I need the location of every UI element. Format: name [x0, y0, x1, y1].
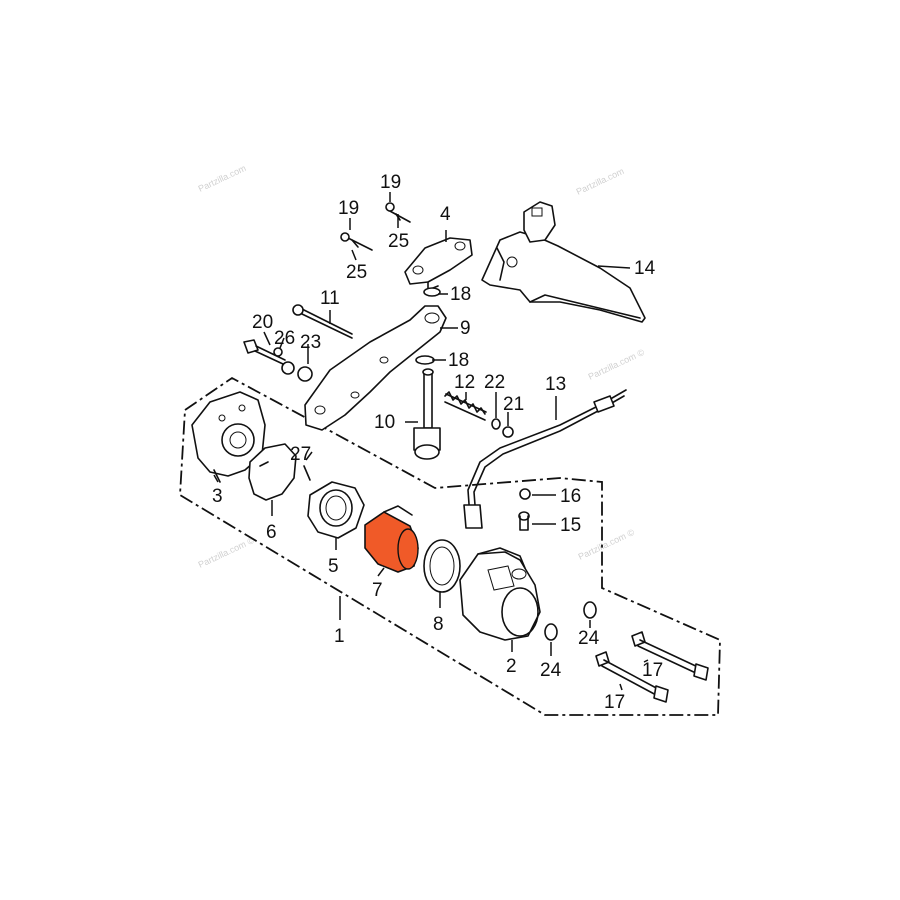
label-part-4: 4: [440, 204, 451, 225]
label-part-18-a: 18: [450, 284, 471, 305]
watermark: Partzilla.com: [197, 163, 248, 194]
part-17-bolt-a: [631, 631, 709, 681]
label-part-19-a: 19: [380, 172, 401, 193]
label-part-16: 16: [560, 486, 581, 507]
watermark: Partzilla.com ©: [587, 347, 647, 382]
label-part-26: 26: [274, 328, 295, 349]
label-part-24-b: 24: [540, 660, 562, 681]
part-20-bolt: [243, 339, 286, 365]
part-27-pin: [303, 465, 311, 481]
label-part-10: 10: [374, 412, 395, 433]
label-part-5: 5: [328, 556, 339, 577]
part-5-seal-ring: [307, 481, 365, 539]
label-part-13: 13: [545, 374, 566, 395]
part-24-washer-b: [544, 623, 558, 641]
watermark: Partzilla.com ©: [197, 535, 257, 570]
part-2-caliper-body: [459, 547, 541, 641]
label-part-17-a: 17: [642, 660, 663, 681]
part-12-spring: [444, 391, 487, 421]
label-part-25-a: 25: [388, 231, 409, 252]
leader-lines: [213, 192, 649, 691]
label-part-12: 12: [454, 372, 475, 393]
label-part-27: 27: [290, 444, 311, 465]
part-19-bolt-upper: [385, 202, 411, 223]
part-26-washer: [273, 347, 283, 357]
watermark: Partzilla.com: [575, 166, 626, 197]
part-8-dust-seal: [423, 539, 461, 593]
label-part-20: 20: [252, 312, 273, 333]
part-22-cap: [491, 418, 501, 430]
label-part-25-b: 25: [346, 262, 367, 283]
label-part-1: 1: [334, 626, 345, 647]
part-14-bracket: [481, 201, 646, 323]
part-number-labels: 1 2 3 4 5 6 7 8 9 10 11 12 13 14 15 16 1…: [212, 172, 663, 713]
label-part-7: 7: [372, 580, 383, 601]
label-part-22: 22: [484, 372, 505, 393]
label-part-6: 6: [266, 522, 277, 543]
label-part-18-b: 18: [448, 350, 469, 371]
part-19-bolt-left: [340, 232, 373, 251]
part-15-bleeder: [518, 511, 530, 531]
part-18-oring-lower: [415, 355, 435, 365]
part-17-bolt-b: [595, 651, 669, 703]
label-part-14: 14: [634, 258, 656, 279]
label-part-21: 21: [503, 394, 524, 415]
part-21-nut: [502, 426, 514, 438]
part-13-brake-rod: [463, 389, 627, 529]
label-part-2: 2: [506, 656, 517, 677]
part-4-mount-plate: [404, 237, 473, 291]
part-7-piston: [364, 505, 419, 573]
assembly-outline: [179, 376, 721, 716]
part-18-oring-upper: [423, 287, 441, 297]
label-part-17-b: 17: [604, 692, 625, 713]
part-23-nut-b: [297, 366, 313, 382]
part-9-torque-arm: [304, 305, 447, 431]
part-11-bolt: [292, 304, 353, 339]
label-part-11: 11: [320, 288, 340, 309]
label-part-8: 8: [433, 614, 444, 635]
label-part-19-b: 19: [338, 198, 359, 219]
watermark: Partzilla.com ©: [577, 527, 637, 562]
part-10-pin: [413, 368, 441, 460]
label-part-9: 9: [460, 318, 471, 339]
label-part-23: 23: [300, 332, 321, 353]
part-24-washer-a: [583, 601, 597, 619]
label-part-3: 3: [212, 486, 223, 507]
part-6-brake-pad: [248, 443, 297, 501]
part-23-nut-a: [281, 361, 295, 375]
label-part-15: 15: [560, 515, 581, 536]
part-16-nut: [519, 488, 531, 500]
label-part-24-a: 24: [578, 628, 600, 649]
